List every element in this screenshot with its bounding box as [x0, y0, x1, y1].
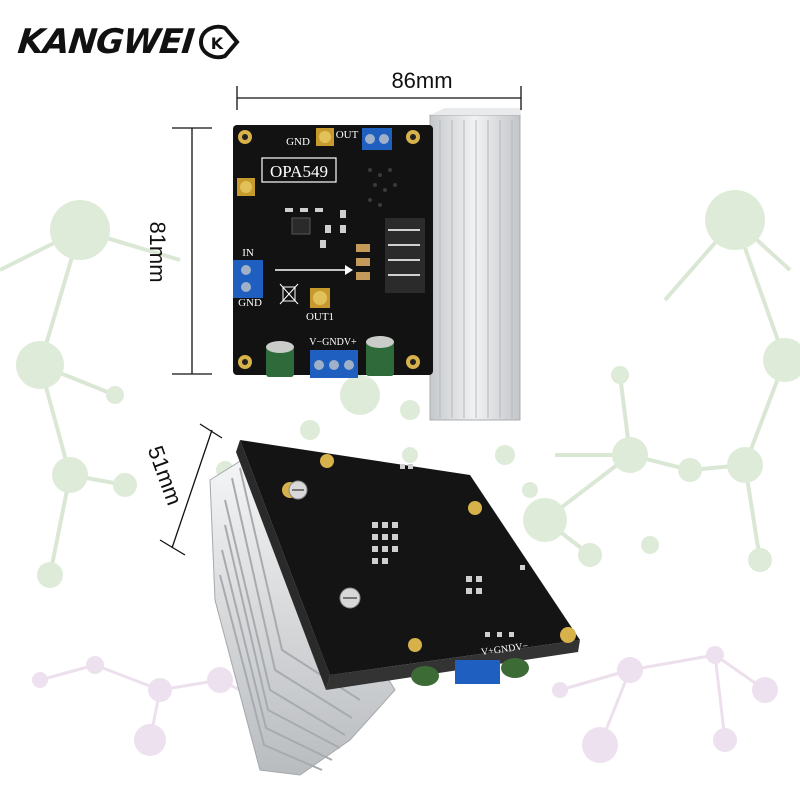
brand-logo-mark-letter: K [211, 34, 224, 53]
top-heatsink [429, 108, 522, 421]
power-transistor-icon [385, 218, 425, 293]
chip-label: OPA549 [270, 162, 328, 181]
screw-icon [288, 480, 361, 609]
height-dimension-line [172, 127, 212, 375]
disposal-mark-icon [279, 283, 299, 305]
background-network [0, 190, 800, 763]
power-label: V−GNDV+ [309, 337, 357, 348]
bottom-pcb: V+GNDV− [236, 440, 580, 690]
out-top-label: OUT [336, 129, 359, 141]
brand-logo-mark-icon: K [199, 24, 241, 60]
out1-label: OUT1 [306, 311, 334, 323]
terminal-block-icon [233, 128, 392, 378]
depth-label: 51mm [143, 442, 187, 508]
sma-connector-icon [237, 128, 334, 308]
bottom-terminal-block-icon [411, 658, 529, 686]
gnd-top-label: GND [286, 136, 310, 148]
in-label: IN [242, 247, 254, 259]
top-pcb: OPA549 GND OUT IN GND OUT1 V−GNDV+ [233, 125, 433, 378]
height-label: 81mm [145, 221, 170, 282]
width-label: 86mm [391, 68, 452, 93]
brand-logo: KANGWEI K [15, 22, 241, 62]
brand-logo-text: KANGWEI [15, 22, 196, 62]
depth-dimension-line [159, 423, 223, 556]
capacitor-icon [266, 336, 394, 377]
gnd-in-label: GND [238, 297, 262, 309]
width-dimension-line [236, 86, 522, 110]
